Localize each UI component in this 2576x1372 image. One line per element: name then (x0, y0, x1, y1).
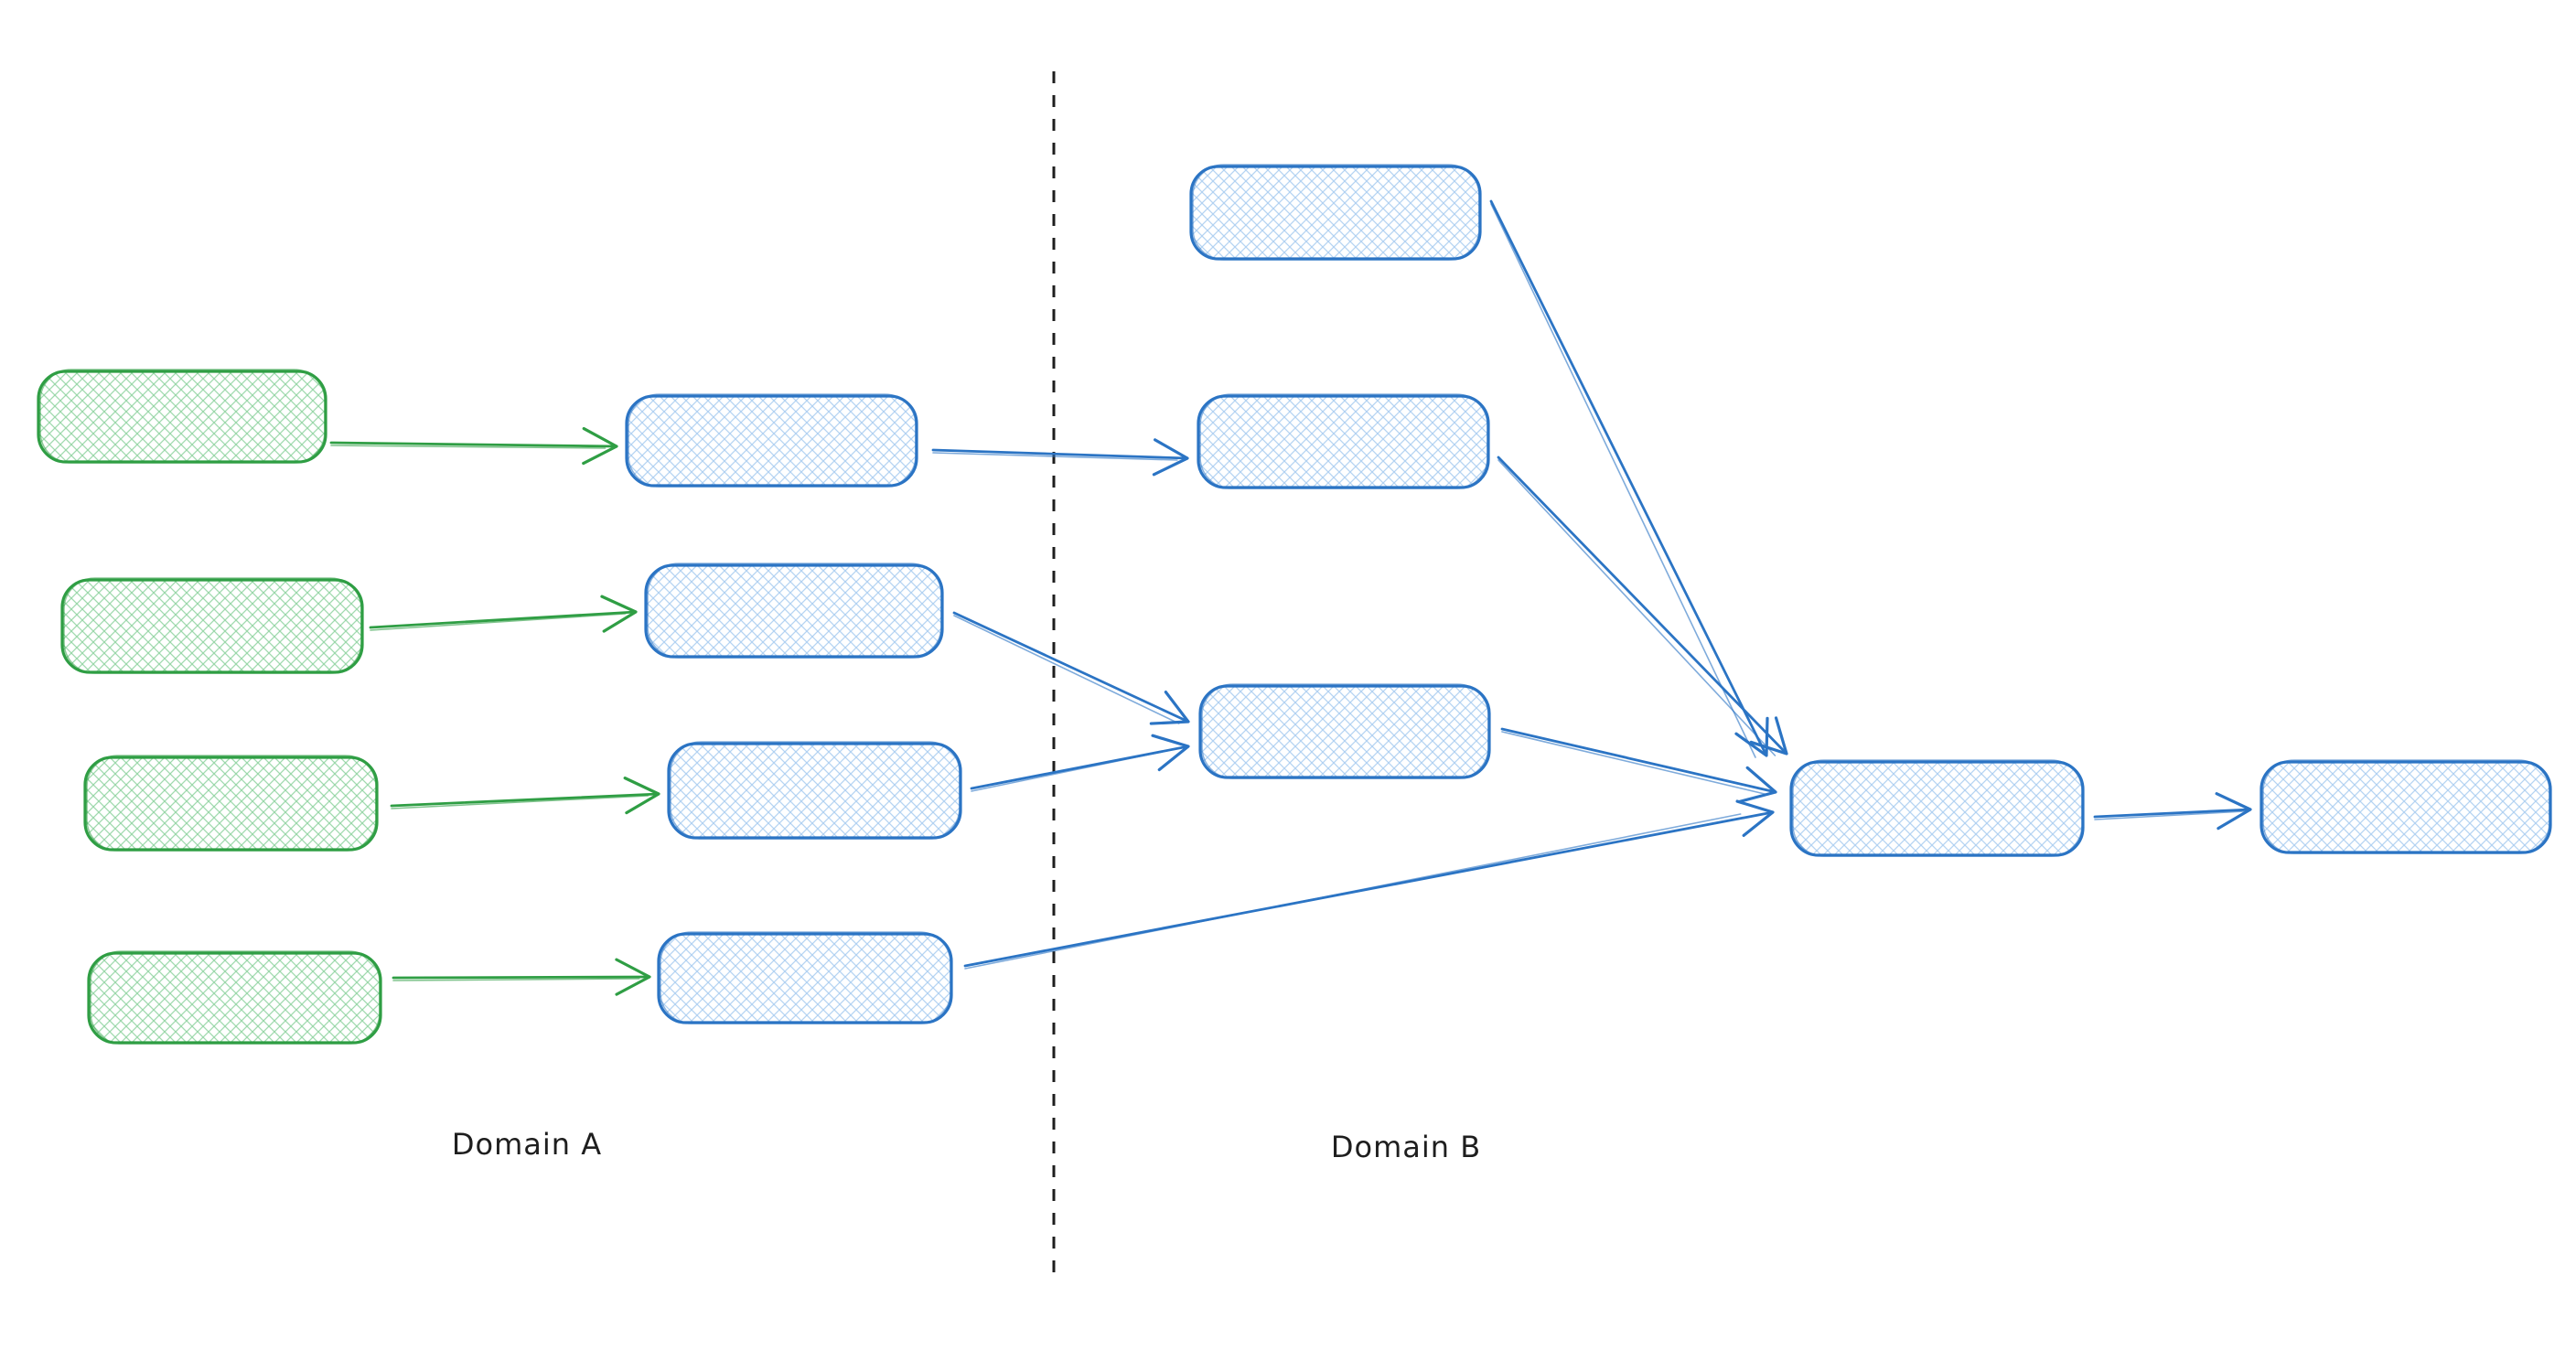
node-domain-a-stage-3[interactable] (667, 741, 962, 840)
arrow-stage2-input3[interactable] (952, 611, 1190, 725)
arrow-source4-stage4[interactable] (392, 958, 651, 996)
node-domain-b-input-1[interactable] (1189, 164, 1482, 261)
arrow-input3-hub[interactable] (1500, 727, 1777, 804)
node-domain-a-source-2[interactable] (60, 577, 364, 674)
node-domain-b-hub[interactable] (1789, 759, 2085, 857)
node-domain-b-input-2[interactable] (1197, 393, 1490, 489)
node-domain-a-source-1[interactable] (37, 369, 327, 464)
arrow-input1-hub[interactable] (1489, 199, 1769, 758)
arrow-hub-output[interactable] (2093, 792, 2252, 831)
domain-label-b[interactable]: Domain B (1331, 1130, 1481, 1164)
arrow-stage4-hub[interactable] (963, 799, 1775, 970)
node-domain-a-stage-1[interactable] (625, 393, 918, 488)
node-domain-a-source-4[interactable] (87, 950, 382, 1045)
domain-label-a[interactable]: Domain A (452, 1127, 602, 1162)
node-domain-a-stage-2[interactable] (644, 563, 944, 659)
arrow-source1-stage1[interactable] (329, 426, 618, 466)
arrow-input2-hub[interactable] (1497, 456, 1788, 756)
node-domain-a-source-3[interactable] (83, 755, 379, 852)
arrow-source2-stage2[interactable] (369, 595, 638, 633)
node-domain-b-output[interactable] (2259, 759, 2552, 854)
node-domain-b-input-3[interactable] (1198, 683, 1491, 779)
arrow-stage3-input3[interactable] (970, 734, 1190, 792)
node-domain-a-stage-4[interactable] (657, 931, 953, 1024)
arrow-source3-stage3[interactable] (390, 777, 660, 815)
arrow-stage1-input2[interactable] (931, 438, 1189, 477)
